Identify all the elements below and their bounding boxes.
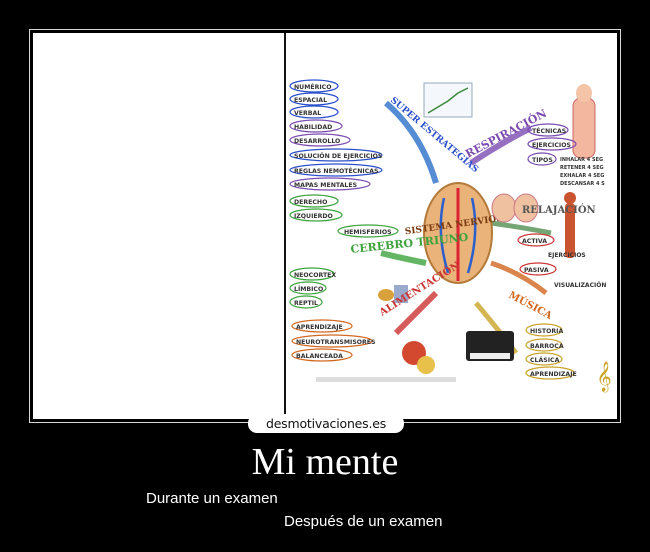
caption-line-1: Durante un examen: [146, 490, 278, 507]
alimentacion-list: APRENDIZAJE NEUROTRANSMISORES BALANCEADA: [291, 319, 376, 362]
left-list-item: DERECHO: [294, 199, 327, 206]
respiracion-list: TÉCNICAS EJERCICIOS TIPOS: [527, 123, 577, 166]
treble-clef-icon: 𝄞: [596, 361, 611, 393]
tipos-item: EXHALAR 4 SEG: [560, 173, 604, 179]
alimentacion-item: APRENDIZAJE: [296, 324, 343, 331]
watermark-badge: desmotivaciones.es: [248, 414, 404, 433]
left-list-item: DESARROLLO: [294, 138, 340, 145]
mind-map-image: SISTEMA NERVIOSO 𝄞: [286, 33, 617, 419]
relajacion-item: VISUALIZACIÓN: [554, 282, 606, 289]
musica-item: APRENDIZAJE: [530, 371, 577, 378]
relajacion-label: RELAJACIÓN: [522, 204, 596, 216]
tipos-item: RETENER 4 SEG: [560, 165, 604, 171]
poster-title: Mi mente: [251, 441, 399, 483]
left-list-item: HABILIDAD: [294, 124, 332, 131]
respiracion-item: TÉCNICAS: [532, 126, 566, 135]
musica-item: BARROCA: [530, 343, 564, 350]
mind-map-drawing: SISTEMA NERVIOSO 𝄞: [289, 79, 612, 393]
musica-item: CLÁSICA: [530, 355, 560, 364]
triuno-item: LÍMBICO: [294, 284, 323, 293]
left-list-item: ESPACIAL: [294, 97, 327, 104]
musica-item: HISTORIA: [530, 328, 563, 335]
poster-frame: SISTEMA NERVIOSO 𝄞: [29, 29, 621, 423]
watermark-text: desmotivaciones.es: [265, 416, 387, 431]
relajacion-item: PASIVA: [524, 267, 549, 274]
tipos-item: DESCANSAR 4 S: [560, 181, 605, 187]
alimentacion-item: NEUROTRANSMISORES: [296, 339, 376, 346]
hemisferios-label: HEMISFERIOS: [344, 229, 392, 236]
left-list-item: REGLAS NEMOTÉCNICAS: [294, 166, 379, 175]
triuno-item: REPTIL: [294, 300, 318, 307]
left-list-item: IZQUIERDO: [294, 213, 333, 220]
musica-label: MÚSICA: [507, 289, 555, 322]
respiracion-item: EJERCICIOS: [532, 142, 571, 149]
poster-image: SISTEMA NERVIOSO 𝄞: [33, 33, 617, 419]
image-divider: [284, 33, 286, 419]
left-skill-list: NUMÉRICO ESPACIAL VERBAL HABILIDAD DESAR…: [289, 79, 383, 222]
triuno-item: NEOCORTEX: [294, 272, 336, 279]
caption-line-2: Después de un examen: [284, 513, 443, 530]
relajacion-item: EJERCICIOS: [548, 252, 586, 259]
left-list-item: VERBAL: [294, 110, 321, 117]
tipos-list: INHALAR 4 SEG RETENER 4 SEG EXHALAR 4 SE…: [560, 157, 605, 187]
left-list-item: SOLUCIÓN DE EJERCICIOS: [294, 151, 382, 160]
relajacion-list: ACTIVA EJERCICIOS PASIVA VISUALIZACIÓN: [517, 233, 606, 289]
alimentacion-item: BALANCEADA: [296, 353, 343, 360]
respiracion-item: TIPOS: [532, 157, 553, 164]
musica-list: HISTORIA BARROCA CLÁSICA APRENDIZAJE: [525, 323, 577, 380]
relajacion-item: ACTIVA: [522, 238, 547, 245]
left-list-item: NUMÉRICO: [294, 82, 331, 91]
left-list-item: MAPAS MENTALES: [294, 182, 357, 189]
triuno-list: NEOCORTEX LÍMBICO REPTIL: [289, 267, 336, 309]
tipos-item: INHALAR 4 SEG: [560, 157, 603, 163]
